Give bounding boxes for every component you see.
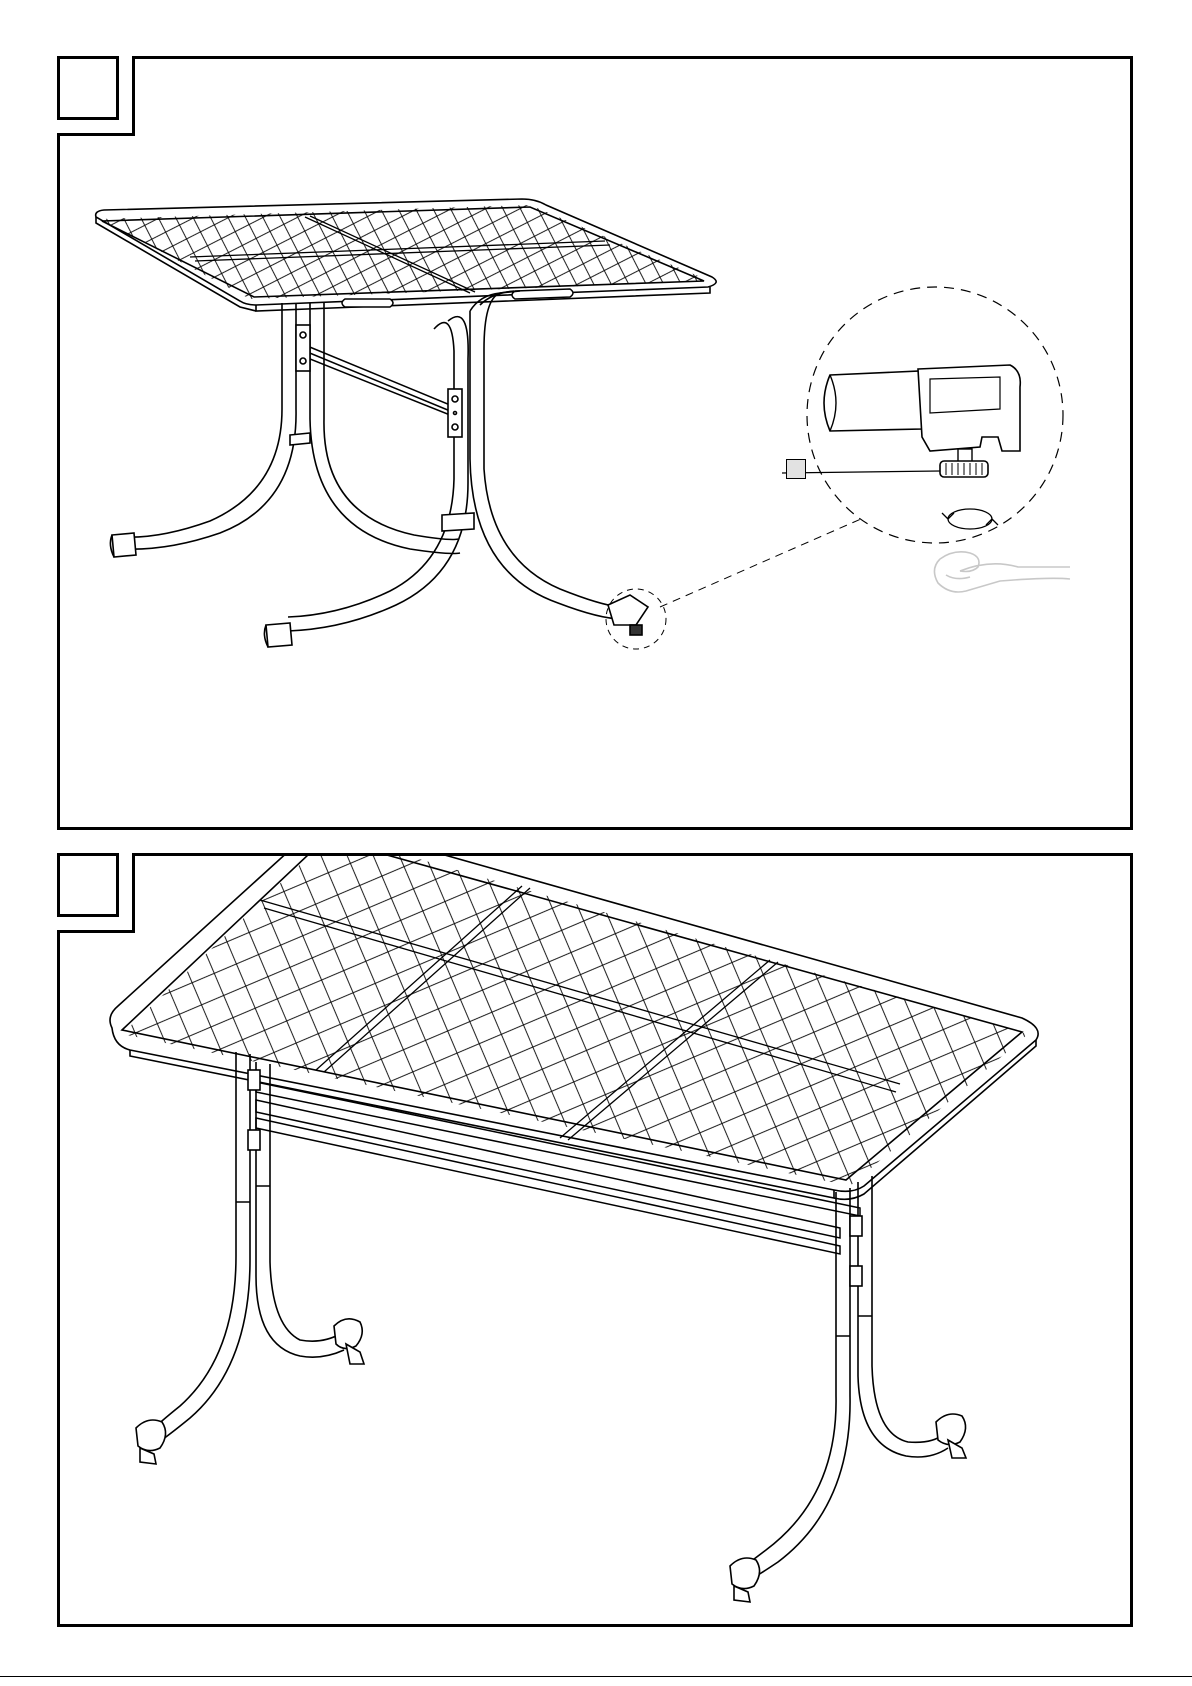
assembled-table-illustration (60, 856, 1130, 1624)
right-leg (730, 1176, 966, 1602)
hand-icon (934, 552, 1070, 592)
left-leg (136, 1052, 364, 1464)
step-panel-2 (57, 853, 1133, 1627)
part-marker (786, 459, 806, 479)
table-top (60, 159, 760, 359)
left-legs (110, 303, 460, 557)
foot-adjuster-icon (782, 287, 1063, 543)
table-assembly-illustration (60, 59, 1130, 827)
right-legs (264, 291, 648, 647)
step-panel-1 (57, 56, 1133, 830)
